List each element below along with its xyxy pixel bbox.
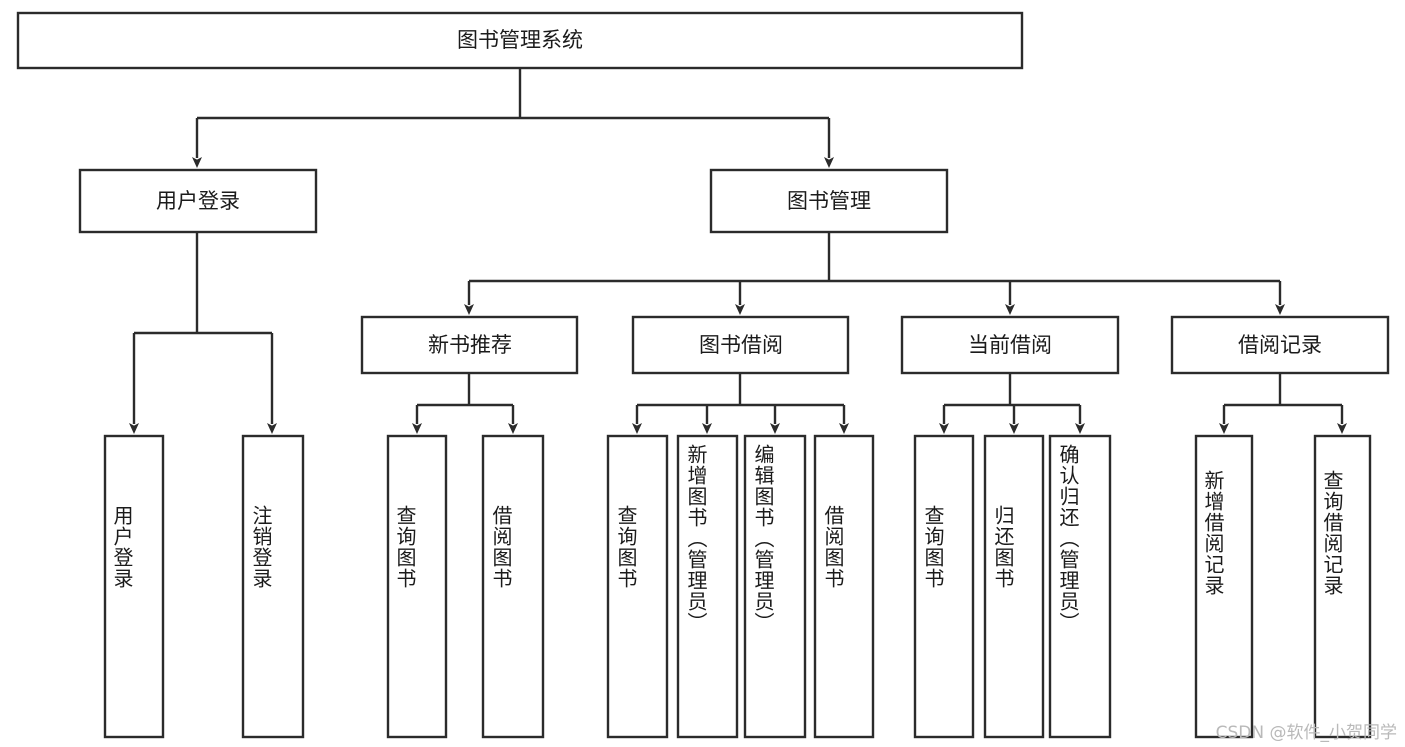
leaf-box-borrow-book-1[interactable] (481, 434, 545, 739)
leaf-box-add-book[interactable] (676, 434, 739, 739)
node-new-book-recommend-label: 新书推荐 (428, 333, 512, 357)
node-new-book-recommend-box[interactable] (360, 315, 579, 375)
node-current-borrow-label: 当前借阅 (968, 333, 1052, 357)
leaf-box-query-record[interactable] (1313, 434, 1372, 739)
csdn-watermark: CSDN @软件_小贺同学 (1215, 723, 1397, 743)
node-root[interactable]: 图书管理系统 (16, 11, 1024, 70)
leaf-box-layer (103, 434, 1372, 739)
node-book-management-label: 图书管理 (787, 189, 871, 213)
node-new-book-recommend[interactable]: 新书推荐 (360, 315, 579, 375)
node-book-borrow-label: 图书借阅 (699, 333, 783, 357)
leaf-box-confirm-return[interactable] (1048, 434, 1112, 739)
node-user-login-box[interactable] (78, 168, 318, 234)
leaf-box-query-book-2[interactable] (606, 434, 669, 739)
node-book-management[interactable]: 图书管理 (709, 168, 949, 234)
node-current-borrow[interactable]: 当前借阅 (900, 315, 1120, 375)
connector-layer (129, 68, 1347, 434)
leaf-box-logout[interactable] (241, 434, 305, 739)
node-book-borrow-box[interactable] (631, 315, 850, 375)
node-user-login-label: 用户登录 (156, 189, 240, 213)
leaf-box-query-book-1[interactable] (386, 434, 448, 739)
leaf-box-edit-book[interactable] (743, 434, 807, 739)
node-current-borrow-box[interactable] (900, 315, 1120, 375)
leaf-box-return-book[interactable] (983, 434, 1045, 739)
node-borrow-records-label: 借阅记录 (1238, 333, 1322, 357)
leaf-box-user-login[interactable] (103, 434, 165, 739)
leaf-box-add-record[interactable] (1194, 434, 1254, 739)
node-root-box[interactable] (16, 11, 1024, 70)
node-book-management-box[interactable] (709, 168, 949, 234)
node-borrow-records[interactable]: 借阅记录 (1170, 315, 1390, 375)
node-user-login[interactable]: 用户登录 (78, 168, 318, 234)
leaf-box-borrow-book-2[interactable] (813, 434, 875, 739)
node-book-borrow[interactable]: 图书借阅 (631, 315, 850, 375)
node-borrow-records-box[interactable] (1170, 315, 1390, 375)
node-root-label: 图书管理系统 (457, 28, 583, 52)
leaf-box-query-book-3[interactable] (913, 434, 975, 739)
